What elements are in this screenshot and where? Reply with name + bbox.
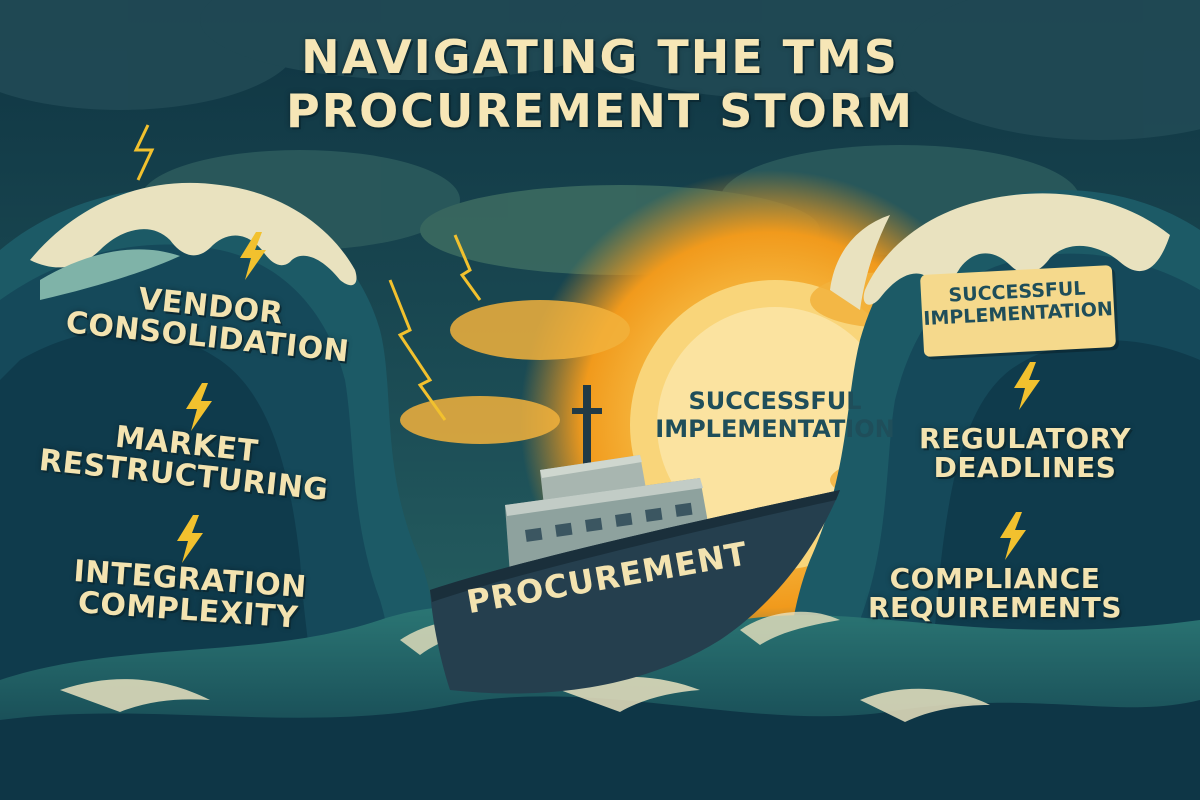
title-line-1: Navigating the TMS xyxy=(301,30,899,84)
sun-label: Successful Implementation xyxy=(640,387,910,443)
challenge-regulatory-deadlines: Regulatory Deadlines xyxy=(905,422,1145,484)
title-line-2: Procurement Storm xyxy=(285,84,915,139)
sun-label-line: Successful xyxy=(688,387,862,415)
lightning-strikes xyxy=(133,124,482,421)
challenge-line: Compliance xyxy=(889,562,1101,595)
challenge-line: Regulatory xyxy=(919,422,1131,455)
lightning-bolt-icon xyxy=(1000,512,1026,560)
sea xyxy=(0,605,1200,800)
challenge-line: Requirements xyxy=(867,590,1123,624)
lightning-bolt-icon xyxy=(177,515,203,563)
sun-label-line: Implementation xyxy=(655,414,895,443)
challenge-compliance-requirements: Compliance Requirements xyxy=(855,562,1135,624)
challenge-line: Deadlines xyxy=(933,450,1117,484)
lightning-bolt-icon xyxy=(240,232,266,280)
lightning-bolt-icon xyxy=(186,383,212,431)
poster-title: Navigating the TMS Procurement Storm xyxy=(0,30,1200,139)
ship-illustration xyxy=(430,385,840,694)
success-sign: Successful Implementation xyxy=(919,265,1117,357)
lightning-bolt-icon xyxy=(1014,362,1040,410)
